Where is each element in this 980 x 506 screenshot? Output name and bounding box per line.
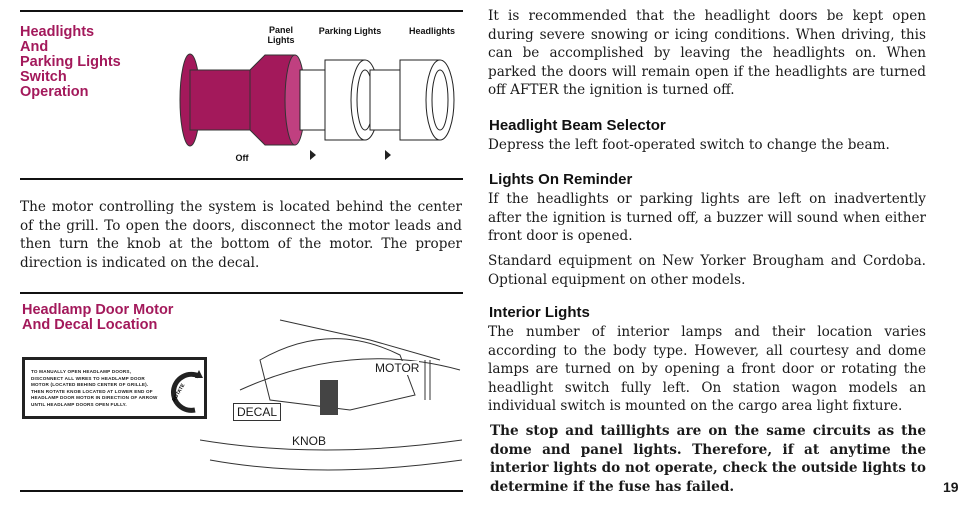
- equipment-text: Standard equipment on New Yorker Brougha…: [488, 253, 926, 288]
- beam-selector-heading: Headlight Beam Selector: [489, 117, 666, 134]
- title-line: Switch: [20, 69, 67, 85]
- page-number: 19: [943, 479, 959, 495]
- label-knob: KNOB: [292, 434, 327, 448]
- title-line: Headlamp Door Motor: [22, 302, 174, 318]
- label-off: Off: [235, 153, 249, 163]
- decal-box: TO MANUALLY OPEN HEADLAMP DOORS, DISCONN…: [22, 357, 207, 419]
- headlight-switch-illustration: [179, 53, 455, 160]
- motor-illustration: [200, 319, 462, 471]
- rotate-arrow-icon: ROTATE: [171, 370, 203, 413]
- decal-text: TO MANUALLY OPEN HEADLAMP DOORS, DISCONN…: [31, 369, 158, 407]
- label-panel-lights: Panel Lights: [267, 25, 295, 45]
- title-line: Parking Lights: [20, 54, 121, 70]
- title-line: Operation: [20, 84, 89, 100]
- divider: [20, 178, 463, 180]
- motor-section-title: Headlamp Door Motor And Decal Location: [22, 303, 173, 333]
- divider: [20, 292, 463, 294]
- label-headlights: Headlights: [408, 26, 455, 36]
- switch-section-title: Headlights And Parking Lights Switch Ope…: [20, 25, 121, 100]
- label-decal: DECAL: [233, 403, 282, 421]
- label-motor: MOTOR: [375, 361, 420, 375]
- interior-lights-heading: Interior Lights: [489, 304, 590, 321]
- interior-lights-text: The number of interior lamps and their l…: [488, 324, 926, 415]
- bottom-rule: [20, 490, 463, 492]
- fuse-note: The stop and taillights are on the same …: [490, 423, 926, 495]
- title-line: Headlights: [20, 24, 95, 40]
- motor-paragraph: The motor controlling the system is loca…: [20, 199, 462, 271]
- title-line: And Decal Location: [22, 317, 158, 333]
- beam-selector-text: Depress the left foot-operated switch to…: [488, 137, 890, 153]
- title-line: And: [20, 39, 49, 55]
- headlight-doors-paragraph: It is recommended that the headlight doo…: [488, 8, 926, 99]
- reminder-heading: Lights On Reminder: [489, 171, 633, 188]
- label-parking-lights: Parking Lights: [318, 26, 382, 36]
- reminder-text: If the headlights or parking lights are …: [488, 191, 926, 245]
- top-rule: [20, 10, 463, 12]
